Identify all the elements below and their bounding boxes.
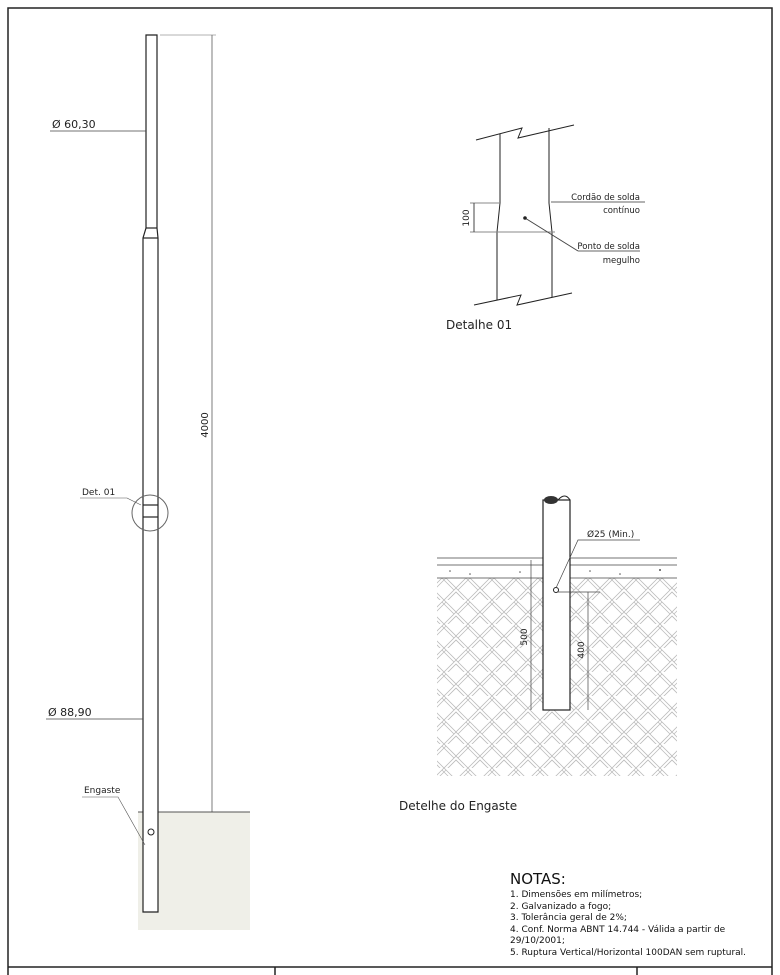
detail-callout: Det. 01 bbox=[82, 488, 115, 498]
detail-circle bbox=[131, 494, 169, 532]
weld-bead-label-2: contínuo bbox=[603, 206, 640, 216]
pole-section bbox=[544, 496, 558, 504]
note-item: 5. Ruptura Vertical/Horizontal 100DAN se… bbox=[510, 947, 747, 958]
note-item: 3. Tolerância geral de 2%; bbox=[510, 913, 627, 923]
hole-diameter-label: Ø25 (Min.) bbox=[587, 529, 634, 540]
height-dimension: 4000 bbox=[200, 412, 211, 437]
diameter-top-label: Ø 60,30 bbox=[52, 118, 96, 131]
main-pole bbox=[142, 34, 159, 913]
note-item: 4. Conf. Norma ABNT 14.744 - Válida a pa… bbox=[510, 924, 726, 947]
weld-height: 100 bbox=[462, 209, 472, 226]
detail-01-drawing bbox=[470, 124, 645, 306]
note-item: 2. Galvanizado a fogo; bbox=[510, 901, 612, 912]
depth-total: 500 bbox=[520, 628, 530, 645]
notes-block: NOTAS: 1. Dimensões em milímetros; 2. Ga… bbox=[510, 870, 780, 959]
weld-point-label-1: Ponto de solda bbox=[577, 242, 640, 252]
diameter-bottom-label: Ø 88,90 bbox=[48, 706, 92, 719]
detail-01-title: Detalhe 01 bbox=[446, 318, 512, 332]
embed-hole bbox=[147, 828, 155, 836]
embed-pole bbox=[542, 499, 571, 711]
weld-point-label-2: megulho bbox=[603, 256, 640, 266]
weld-bead-label-1: Cordão de solda bbox=[571, 193, 640, 203]
notes-title: NOTAS: bbox=[510, 870, 566, 888]
embed-label: Engaste bbox=[84, 786, 121, 796]
embed-detail-title: Detelhe do Engaste bbox=[399, 799, 517, 813]
drawing-frame bbox=[7, 7, 773, 975]
depth-hole: 400 bbox=[577, 641, 587, 658]
note-item: 1. Dimensões em milímetros; bbox=[510, 890, 643, 900]
